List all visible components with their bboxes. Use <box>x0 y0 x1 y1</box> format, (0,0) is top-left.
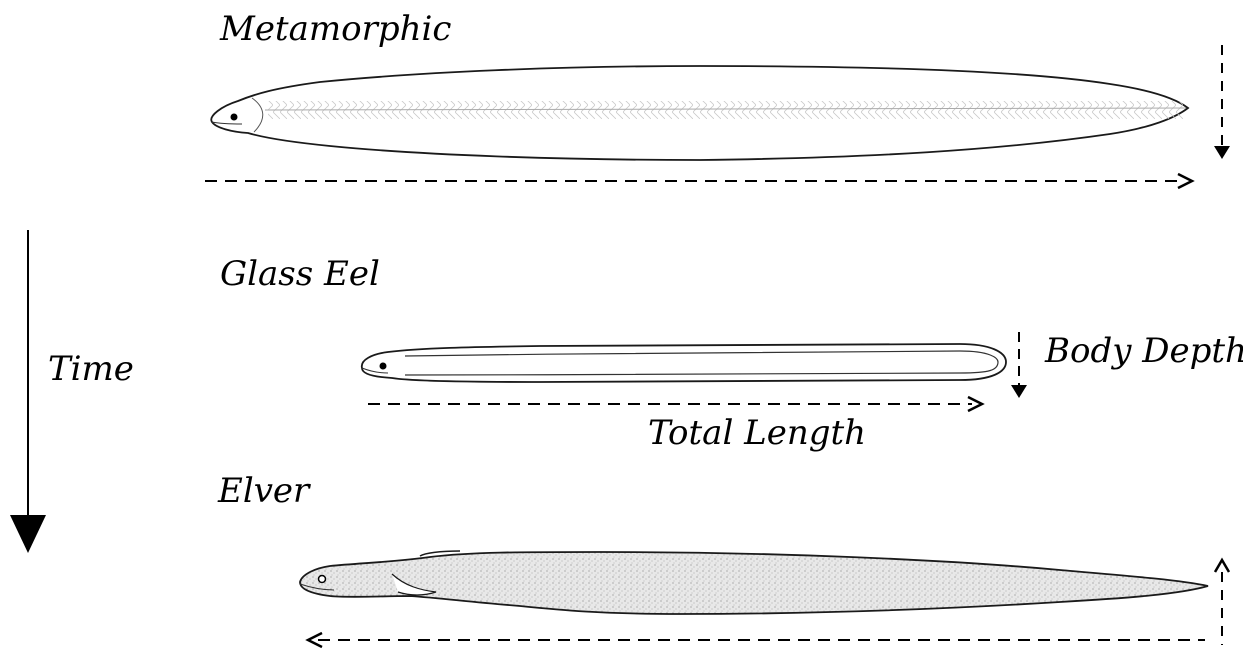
elver-length-arrow <box>308 633 1205 647</box>
total-length-label: Total Length <box>648 413 866 453</box>
elver-eye <box>319 576 326 583</box>
metamorphic-length-arrow <box>205 174 1192 188</box>
glass-eel-illustration <box>362 344 1006 382</box>
body-depth-label: Body Depth <box>1044 331 1243 371</box>
stage-label-glass-eel: Glass Eel <box>220 254 380 294</box>
time-label: Time <box>48 349 134 389</box>
glass-eel-depth-arrow <box>1011 332 1027 398</box>
glass-eel-eye <box>380 363 387 370</box>
metamorphic-eye <box>231 114 238 121</box>
metamorphic-eel-illustration <box>211 66 1188 160</box>
stage-label-elver: Elver <box>217 471 311 511</box>
time-arrow <box>10 230 46 553</box>
elver-illustration <box>300 551 1208 614</box>
elver-depth-arrow <box>1215 560 1229 645</box>
glass-eel-length-arrow <box>368 397 982 411</box>
metamorphic-depth-arrow <box>1214 45 1230 159</box>
stage-label-metamorphic: Metamorphic <box>219 9 451 49</box>
